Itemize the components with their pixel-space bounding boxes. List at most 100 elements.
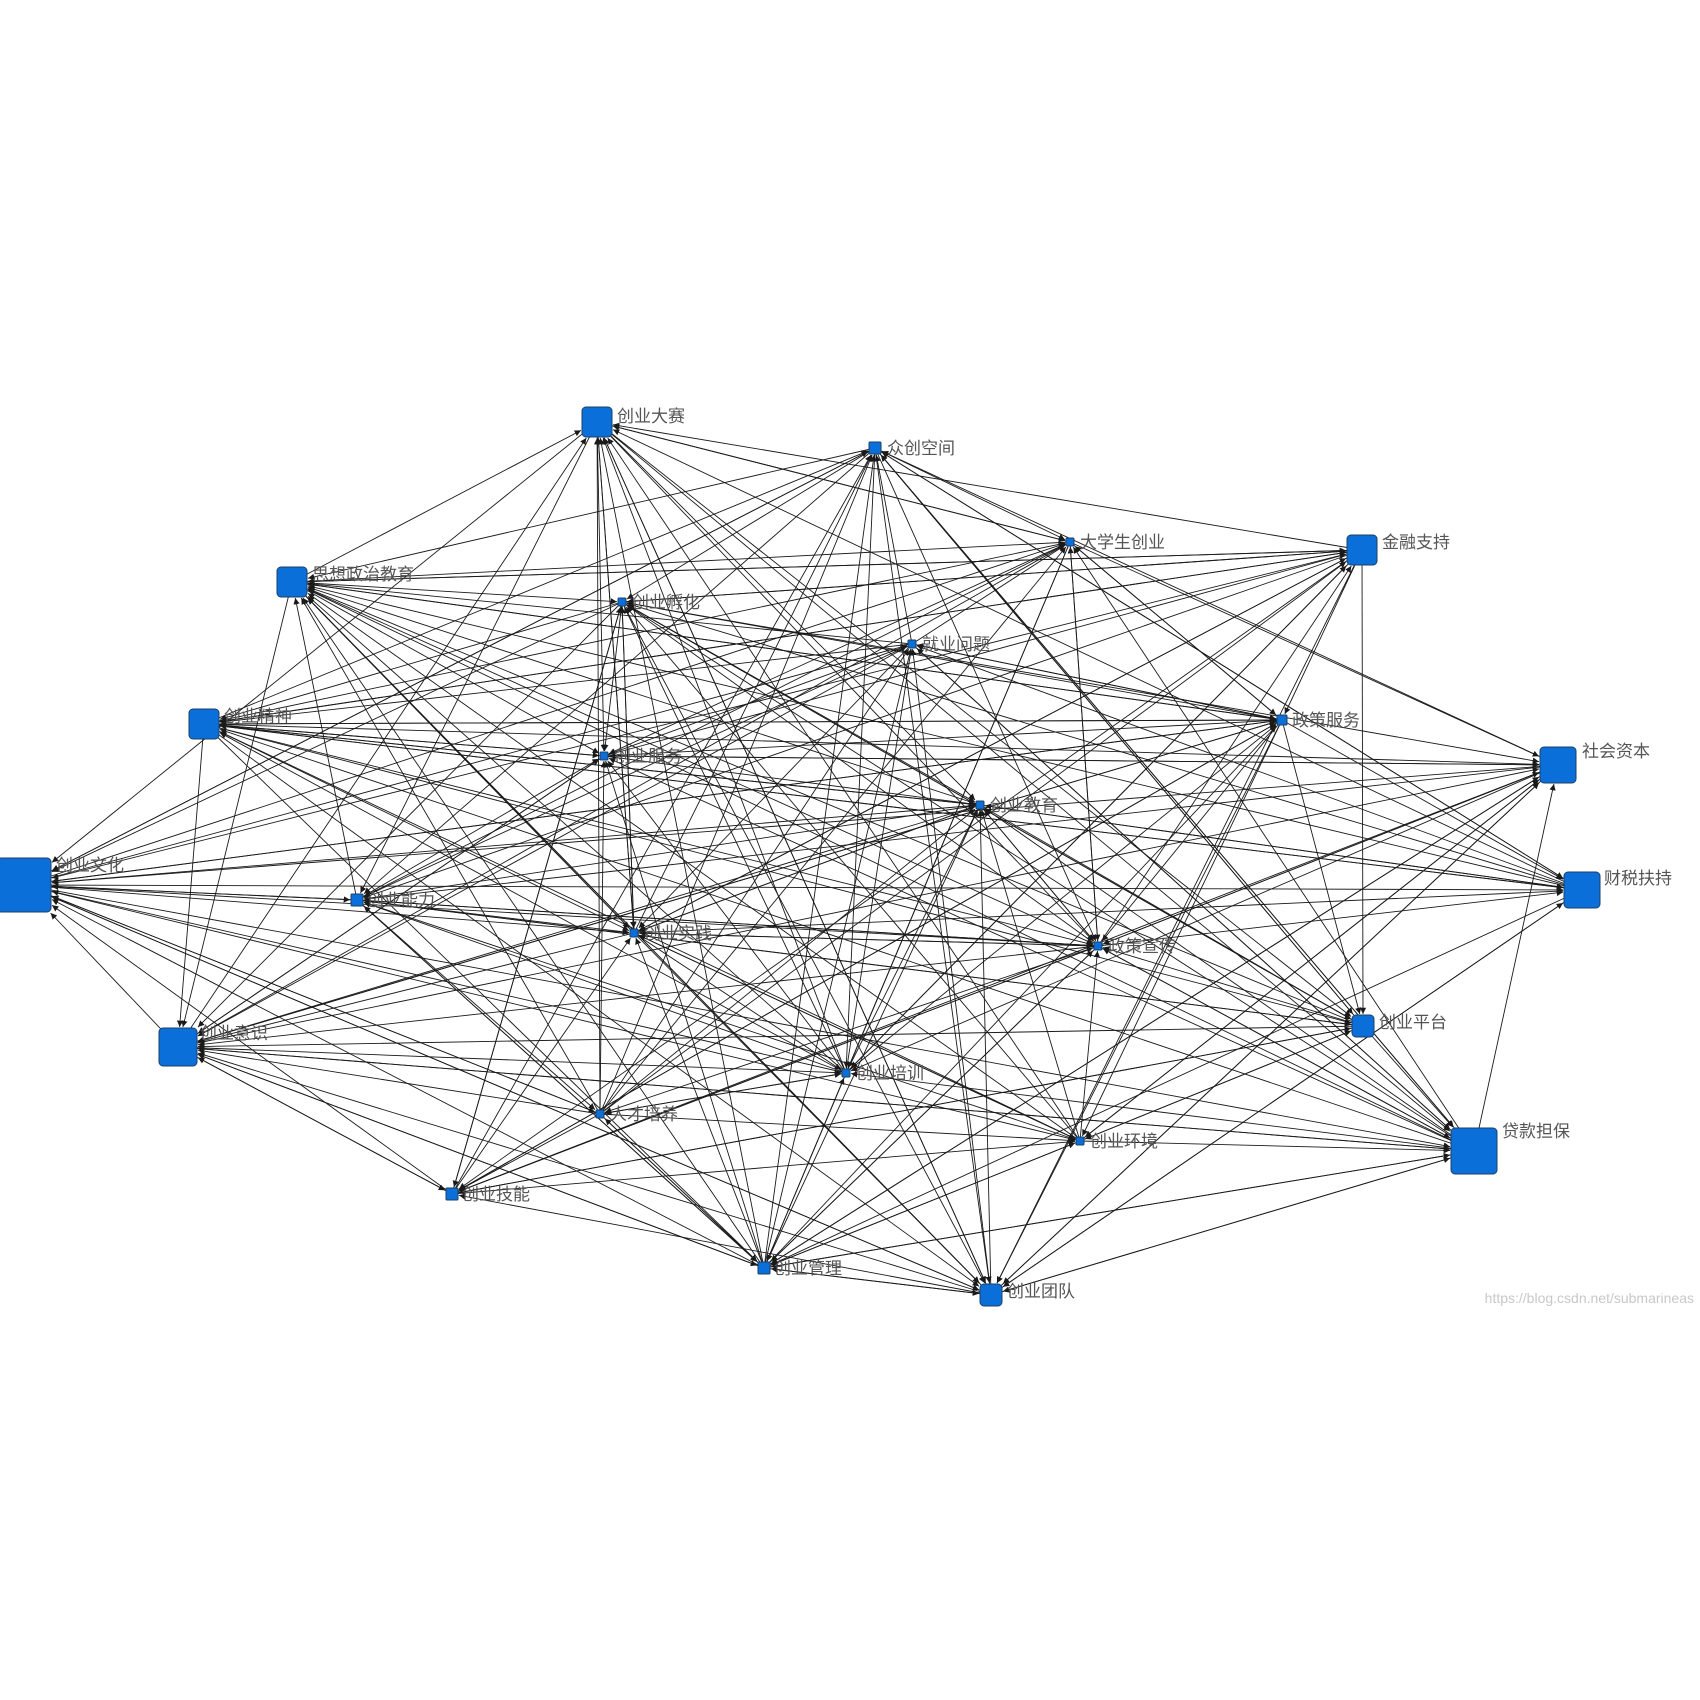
edge-arrow bbox=[626, 447, 876, 600]
node-label: 创业服务 bbox=[614, 747, 682, 767]
edge-arrow bbox=[593, 437, 601, 1115]
node-box[interactable] bbox=[868, 441, 882, 455]
node-box[interactable] bbox=[1276, 714, 1288, 726]
edge-arrow bbox=[763, 648, 913, 1269]
edge-arrow bbox=[599, 760, 607, 1115]
edge-arrow bbox=[612, 429, 1583, 891]
node-huanjing[interactable]: 创业环境 bbox=[1075, 1132, 1158, 1152]
edge-arrow bbox=[177, 437, 587, 1048]
node-jinrong[interactable]: 金融支持 bbox=[1346, 533, 1450, 566]
node-peixun[interactable]: 创业培训 bbox=[841, 1064, 924, 1084]
node-box[interactable] bbox=[975, 800, 985, 810]
node-shehui[interactable]: 社会资本 bbox=[1539, 742, 1650, 784]
edge-arrow bbox=[603, 437, 992, 1296]
node-box[interactable] bbox=[1539, 746, 1577, 784]
node-box[interactable] bbox=[276, 566, 308, 598]
node-box[interactable] bbox=[599, 751, 609, 761]
node-box[interactable] bbox=[1450, 1127, 1498, 1175]
edge-arrow bbox=[608, 757, 1475, 1152]
node-jingshen[interactable]: 创业精神 bbox=[188, 707, 292, 740]
node-box[interactable] bbox=[907, 639, 917, 649]
edge-arrow bbox=[291, 430, 582, 583]
node-label: 就业问题 bbox=[922, 635, 990, 655]
node-pingtai[interactable]: 创业平台 bbox=[1351, 1013, 1447, 1038]
edge-arrow bbox=[23, 884, 1076, 1142]
node-fuhua[interactable]: 创业孵化 bbox=[617, 593, 700, 613]
edge-arrow bbox=[619, 606, 635, 934]
node-xuanchuan[interactable]: 政策宣传 bbox=[1093, 937, 1176, 957]
node-box[interactable] bbox=[1075, 1136, 1085, 1146]
edge-arrow bbox=[197, 643, 913, 1037]
edge-arrow bbox=[625, 606, 1081, 1142]
node-box[interactable] bbox=[629, 928, 639, 938]
node-nengli[interactable]: 创业能力 bbox=[350, 891, 435, 911]
node-box[interactable] bbox=[350, 893, 364, 907]
node-label: 政策服务 bbox=[1292, 711, 1360, 731]
node-box[interactable] bbox=[445, 1187, 459, 1201]
node-caishui[interactable]: 财税扶持 bbox=[1563, 869, 1672, 909]
node-box[interactable] bbox=[757, 1261, 771, 1275]
node-fuwu[interactable]: 创业服务 bbox=[599, 747, 682, 767]
node-zhongchuang[interactable]: 众创空间 bbox=[868, 439, 955, 459]
edge-arrow bbox=[23, 451, 869, 886]
node-danbao[interactable]: 贷款担保 bbox=[1450, 1122, 1570, 1175]
edge-arrow bbox=[203, 541, 1066, 725]
node-box[interactable] bbox=[1093, 941, 1103, 951]
node-dasai[interactable]: 创业大赛 bbox=[581, 406, 685, 438]
node-box[interactable] bbox=[188, 708, 220, 740]
edge-arrow bbox=[203, 550, 1347, 725]
edge-arrow bbox=[23, 884, 1451, 1149]
edge-arrow bbox=[626, 602, 1583, 891]
edge-arrow bbox=[763, 809, 979, 1269]
edge-arrow bbox=[219, 728, 1475, 1152]
edge-arrow bbox=[197, 1048, 601, 1115]
node-box[interactable] bbox=[1346, 534, 1378, 566]
node-rencai[interactable]: 人才培养 bbox=[595, 1105, 678, 1125]
edge-arrow bbox=[984, 808, 1475, 1152]
node-label: 创业孵化 bbox=[632, 593, 700, 613]
edge-arrow bbox=[984, 803, 1583, 891]
edge-arrow bbox=[197, 601, 623, 1028]
edge-arrow bbox=[626, 604, 1475, 1152]
node-label: 众创空间 bbox=[887, 439, 955, 459]
watermark-text: https://blog.csdn.net/submarineas bbox=[1485, 1290, 1694, 1306]
edge-arrow bbox=[599, 1071, 842, 1115]
node-box[interactable] bbox=[1065, 537, 1075, 547]
node-box[interactable] bbox=[581, 406, 613, 438]
node-box[interactable] bbox=[595, 1109, 605, 1119]
edge-arrow bbox=[197, 945, 1099, 1048]
node-box[interactable] bbox=[1351, 1014, 1375, 1038]
node-zhengcefuwu[interactable]: 政策服务 bbox=[1276, 711, 1360, 731]
edge-arrow bbox=[881, 450, 1559, 766]
node-wenhua[interactable]: 创业文化 bbox=[0, 856, 124, 913]
edge-arrow bbox=[763, 1142, 1076, 1269]
node-box[interactable] bbox=[617, 597, 627, 607]
node-box[interactable] bbox=[0, 857, 52, 913]
edge-arrow bbox=[51, 904, 453, 1195]
edge-arrow bbox=[607, 437, 1081, 1142]
node-daxuesheng[interactable]: 大学生创业 bbox=[1065, 533, 1165, 553]
edge-arrow bbox=[603, 755, 976, 807]
edge-arrow bbox=[635, 937, 765, 1269]
node-guanli[interactable]: 创业管理 bbox=[757, 1259, 842, 1279]
edge-arrow bbox=[363, 764, 1559, 902]
node-jiuye[interactable]: 就业问题 bbox=[907, 635, 990, 655]
edge-arrow bbox=[1473, 783, 1556, 1152]
node-sixiang[interactable]: 思想政治教育 bbox=[276, 565, 414, 598]
node-box[interactable] bbox=[1563, 871, 1601, 909]
edge-arrow bbox=[307, 588, 1364, 1027]
node-yishi[interactable]: 创业意识 bbox=[158, 1024, 268, 1067]
edge-arrow bbox=[300, 597, 601, 1115]
node-jiaoyu[interactable]: 创业教育 bbox=[975, 796, 1058, 816]
node-box[interactable] bbox=[979, 1283, 1003, 1307]
edge-arrow bbox=[626, 600, 1283, 721]
edge-arrow bbox=[458, 1113, 601, 1191]
node-shijian[interactable]: 创业实践 bbox=[629, 924, 712, 944]
edge-arrow bbox=[599, 808, 976, 1115]
edge-arrow bbox=[602, 601, 623, 752]
node-box[interactable] bbox=[158, 1027, 198, 1067]
node-box[interactable] bbox=[841, 1068, 851, 1078]
node-tuandui[interactable]: 创业团队 bbox=[979, 1282, 1075, 1307]
node-jineng[interactable]: 创业技能 bbox=[445, 1185, 530, 1205]
edge-arrow bbox=[845, 648, 914, 1074]
